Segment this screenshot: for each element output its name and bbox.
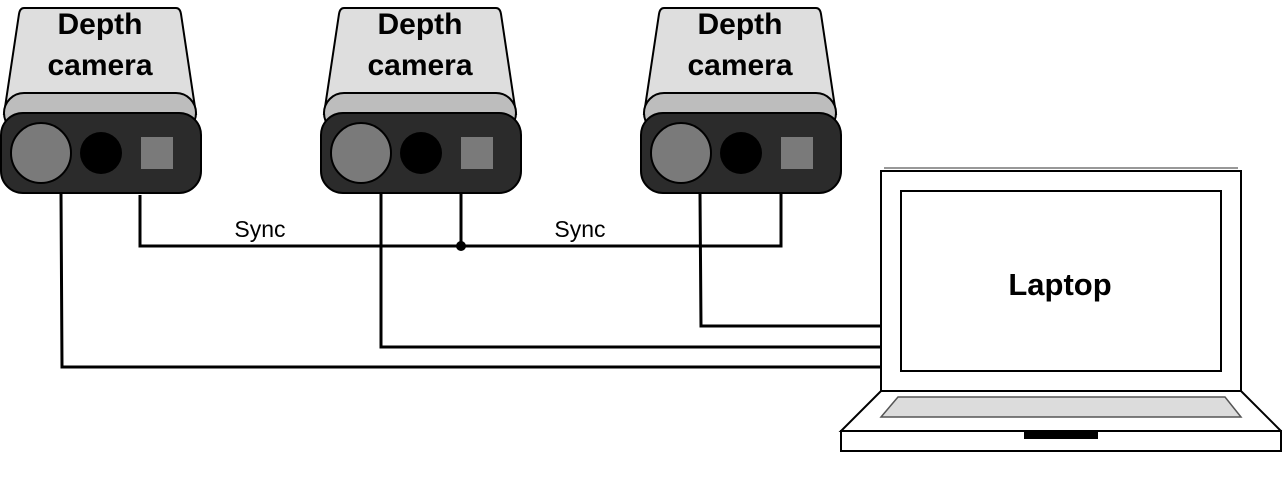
usb-wire-camera-1 — [59, 192, 882, 369]
laptop-trackpad-notch — [1024, 432, 1098, 439]
laptop-screen — [900, 190, 1222, 372]
camera-ir-lens — [80, 132, 122, 174]
wires — [59, 192, 882, 369]
camera-ir-lens — [400, 132, 442, 174]
depth-camera-3: Depth camera — [640, 7, 842, 194]
usb-wire-camera-2 — [379, 193, 882, 349]
camera-label-line1: Depth — [378, 8, 463, 41]
camera-ir-lens — [720, 132, 762, 174]
sync-junction-dot — [456, 241, 466, 251]
camera-label-line2: camera — [47, 49, 152, 82]
camera-label-line1: Depth — [698, 8, 783, 41]
camera-depth-sensor — [461, 137, 493, 169]
laptop-base-front — [840, 430, 1282, 452]
camera-label-line2: camera — [367, 49, 472, 82]
laptop-label: Laptop — [1008, 267, 1111, 302]
camera-rgb-lens — [10, 122, 72, 184]
sync-label-1: Sync — [234, 216, 285, 242]
laptop: Laptop — [838, 167, 1282, 452]
camera-label-line1: Depth — [58, 8, 143, 41]
camera-depth-sensor — [141, 137, 173, 169]
camera-rgb-lens — [330, 122, 392, 184]
camera-rgb-lens — [650, 122, 712, 184]
sync-label-2: Sync — [554, 216, 605, 242]
camera-depth-sensor — [781, 137, 813, 169]
depth-camera-2: Depth camera — [320, 7, 522, 194]
laptop-keyboard — [879, 396, 1243, 418]
camera-label-line2: camera — [687, 49, 792, 82]
depth-camera-1: Depth camera — [0, 7, 202, 194]
usb-wire-camera-3 — [698, 192, 882, 328]
